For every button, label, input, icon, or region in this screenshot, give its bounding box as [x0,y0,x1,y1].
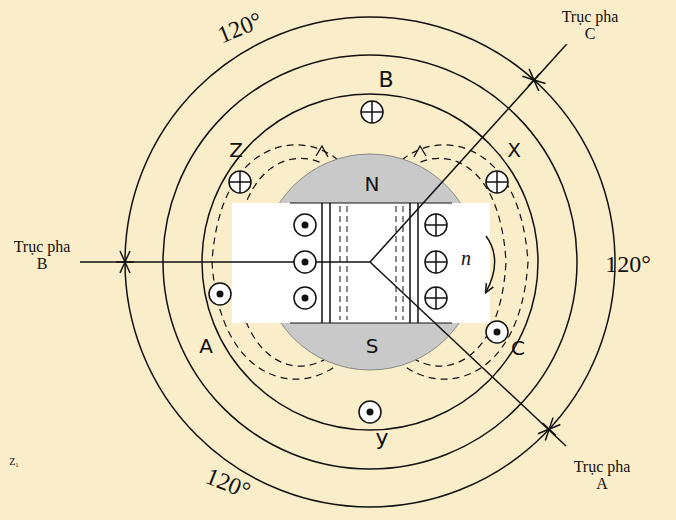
phase-label: B [378,68,393,91]
conductor-in [229,171,251,193]
phase-label: C [511,338,525,359]
angle-label: 120° [214,8,266,48]
phase-axes [80,36,574,446]
dimension-arrow [120,262,130,273]
axis-label: Trục pha A [567,458,637,494]
axis-label: Trục pha B [7,238,77,274]
conductor-in [425,214,447,236]
conductor-out [294,287,316,309]
stray-label: Z₁ [9,457,19,468]
dimension-arrow [549,418,560,429]
rotation-arrow [486,236,495,292]
conductor-out [294,214,316,236]
angle-label: 120° [202,464,254,504]
angle-label: 120° [605,252,651,277]
conductor-in [361,101,383,123]
phase-label: X [505,139,523,162]
pole-label: S [366,336,379,357]
conductor-out [209,283,231,305]
conductor-out [359,401,381,423]
conductor-in [425,251,447,273]
phase-label: A [199,336,213,357]
speed-label: n [461,248,471,269]
conductor-out [486,321,508,343]
phase-label: Z [229,140,243,161]
dimension-arrow [538,429,549,440]
axis-label: Trục pha C [555,8,625,44]
dimension-arrow [534,80,546,91]
dimension-arrow [522,69,534,80]
conductor-out [294,251,316,273]
rotor-core [232,203,490,323]
conductor-in [486,171,508,193]
pole-label: N [365,174,380,195]
phase-label: y [375,426,388,449]
conductor-in [425,287,447,309]
